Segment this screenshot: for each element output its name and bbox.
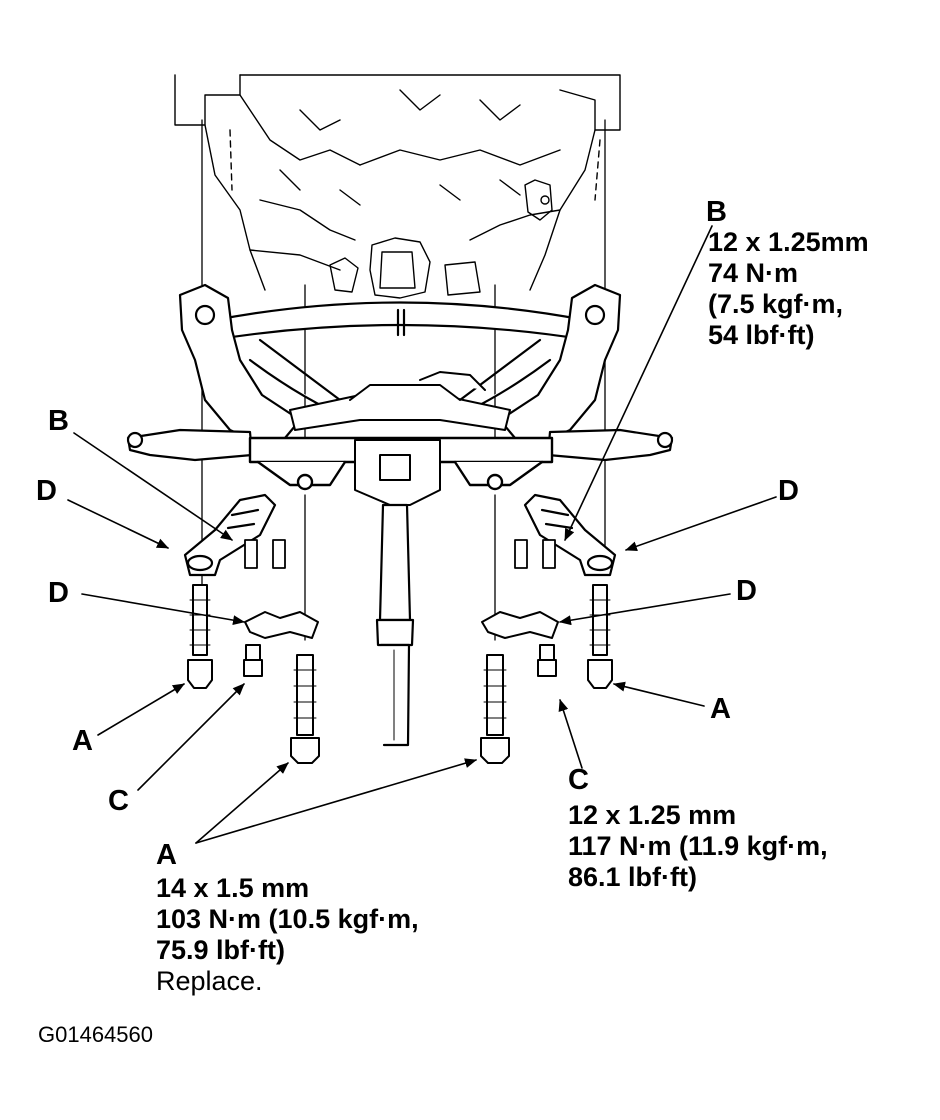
bolt-a-right	[587, 584, 613, 689]
spec-a-note: Replace.	[156, 966, 263, 996]
spec-a-block: 14 x 1.5 mm 103 N·m (10.5 kgf·m, 75.9 lb…	[156, 873, 419, 997]
label-d-right-lower: D	[736, 575, 757, 607]
spec-b-torque-1: 74 N·m	[708, 258, 799, 288]
label-a-bottom: A	[156, 839, 177, 871]
label-c-right: C	[568, 764, 589, 796]
spec-a-torque-1: 103 N·m (10.5 kgf·m,	[156, 904, 419, 934]
label-a-left: A	[72, 725, 93, 757]
spec-a-torque-2: 75.9 lbf·ft)	[156, 935, 286, 965]
label-a-right: A	[710, 693, 731, 725]
bolt-c-pair	[243, 644, 557, 677]
right-mount-bracket	[523, 493, 617, 577]
spec-b-torque-2: (7.5 kgf·m,	[708, 289, 844, 319]
leader-lines	[67, 225, 777, 844]
label-c-left: C	[108, 785, 129, 817]
bolt-a-bottom-pair	[290, 654, 510, 764]
spec-b-block: 12 x 1.25mm 74 N·m (7.5 kgf·m, 54 lbf·ft…	[708, 227, 869, 351]
spec-a-size: 14 x 1.5 mm	[156, 873, 310, 903]
lower-small-brackets	[244, 611, 559, 639]
bolt-a-left	[187, 584, 213, 689]
left-mount-bracket	[183, 493, 277, 577]
spec-c-size: 12 x 1.25 mm	[568, 800, 737, 830]
steering-rack	[289, 371, 511, 506]
spec-b-torque-3: 54 lbf·ft)	[708, 320, 815, 350]
engine-outline	[174, 74, 621, 299]
spec-c-torque-2: 86.1 lbf·ft)	[568, 862, 698, 892]
label-b-top-right: B	[706, 196, 727, 228]
small-bolts	[244, 539, 556, 569]
label-d-right-upper: D	[778, 475, 799, 507]
label-d-left-lower: D	[48, 577, 69, 609]
figure-code: G01464560	[38, 1022, 153, 1047]
subframe-upper-crossmember	[210, 301, 590, 342]
spec-c-torque-1: 117 N·m (11.9 kgf·m,	[568, 831, 828, 861]
subframe-left-arm	[178, 283, 342, 452]
spec-c-block: 12 x 1.25 mm 117 N·m (11.9 kgf·m, 86.1 l…	[568, 800, 828, 893]
label-b-left: B	[48, 405, 69, 437]
label-d-left-upper: D	[36, 475, 57, 507]
spec-b-size: 12 x 1.25mm	[708, 227, 869, 257]
steering-shaft	[375, 503, 415, 747]
